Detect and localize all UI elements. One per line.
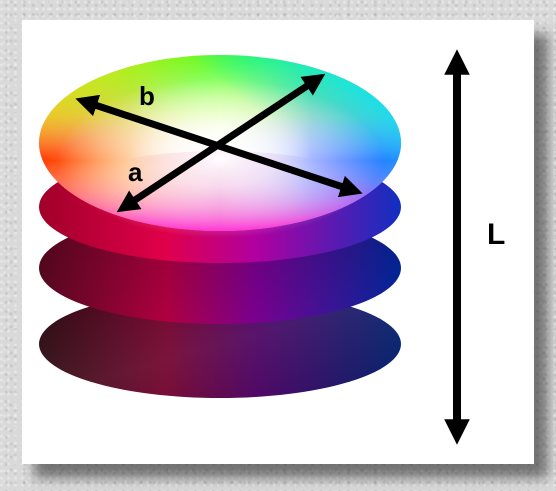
b-axis-label: b [139,81,155,111]
l-axis-label: L [487,218,505,251]
a-axis-arrow [116,73,326,213]
a-axis-label: a [128,157,143,187]
disc-layer-4 [39,290,401,398]
